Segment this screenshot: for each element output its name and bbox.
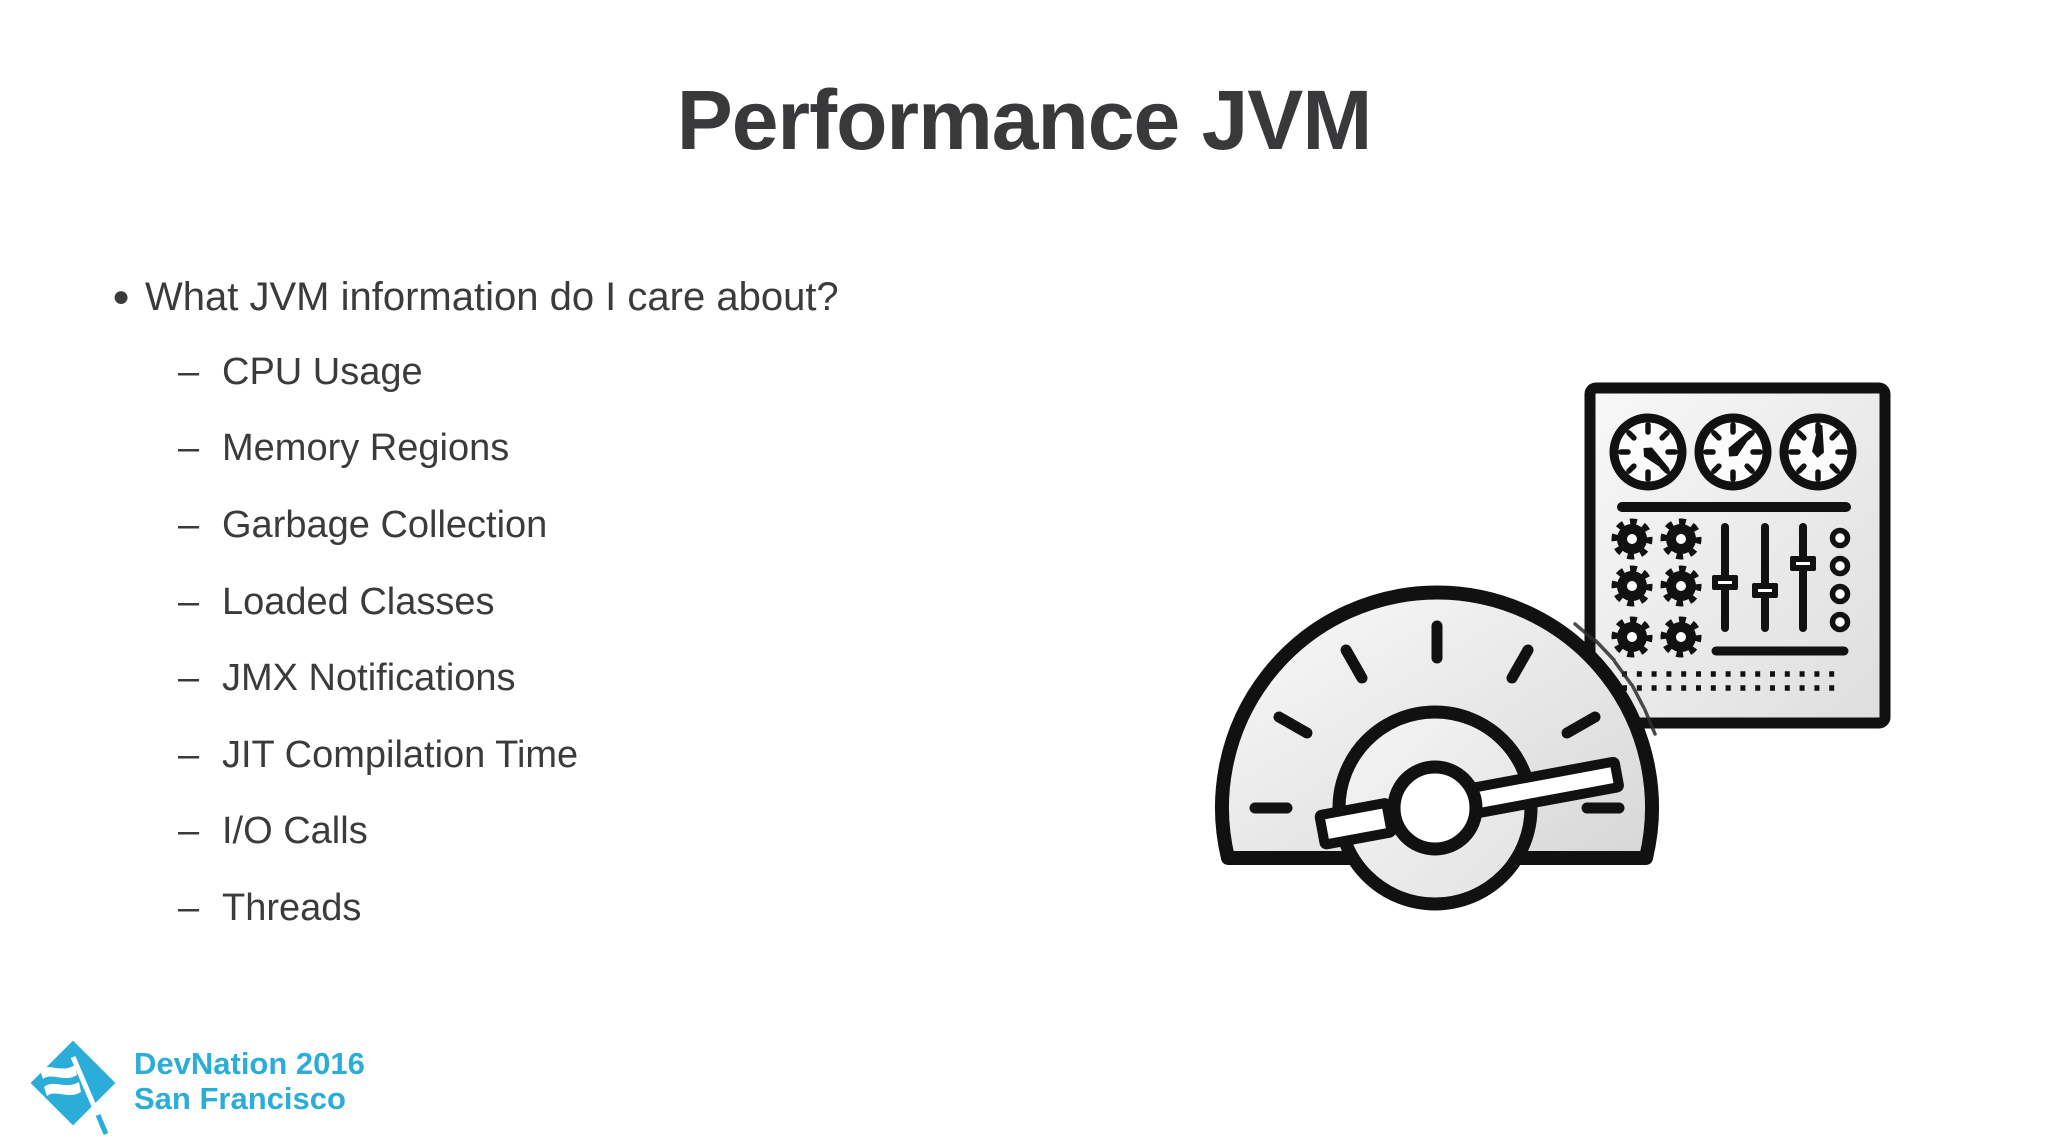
dash-marker: –: [178, 810, 200, 853]
dash-marker: –: [178, 503, 200, 546]
sub-bullet-text: JIT Compilation Time: [222, 733, 579, 776]
footer-event: DevNation 2016: [134, 1046, 365, 1081]
devnation-flag-icon: [30, 1040, 116, 1135]
sub-bullet-item: – JMX Notifications: [178, 640, 839, 717]
footer-logo: DevNation 2016 San Francisco: [18, 1030, 365, 1145]
sub-bullet-text: JMX Notifications: [222, 657, 516, 700]
sub-bullet-item: – JIT Compilation Time: [178, 717, 839, 794]
sub-bullet-item: – Garbage Collection: [178, 487, 839, 564]
sub-bullet-item: – Memory Regions: [178, 411, 839, 488]
dash-marker: –: [178, 886, 200, 929]
dash-marker: –: [178, 350, 200, 393]
dash-marker: –: [178, 580, 200, 623]
sub-bullet-text: CPU Usage: [222, 350, 423, 393]
sub-bullet-item: – I/O Calls: [178, 794, 839, 871]
control-panel-icon: [1584, 382, 1891, 729]
sub-bullet-text: Garbage Collection: [222, 503, 548, 546]
footer-location: San Francisco: [134, 1081, 346, 1116]
sub-bullet-text: Memory Regions: [222, 427, 510, 470]
dash-marker: –: [178, 427, 200, 470]
hatch-shading: [1573, 622, 1657, 736]
footer-text: DevNation 2016 San Francisco: [134, 1046, 365, 1116]
page-title: Performance JVM: [676, 73, 1373, 167]
sub-bullet-text: Threads: [222, 886, 362, 929]
bullet-list: ● What JVM information do I care about? …: [112, 272, 839, 947]
sub-bullet-text: Loaded Classes: [222, 580, 495, 623]
sub-bullet-text: I/O Calls: [222, 810, 368, 853]
dash-marker: –: [178, 657, 200, 700]
bullet-item: ● What JVM information do I care about?: [112, 272, 839, 322]
sub-bullet-item: – CPU Usage: [178, 334, 839, 411]
dash-marker: –: [178, 733, 200, 776]
speedometer-icon: [1215, 585, 1659, 911]
sub-bullet-item: – Loaded Classes: [178, 564, 839, 641]
sub-bullet-list: – CPU Usage – Memory Regions – Garbage C…: [112, 334, 839, 947]
sub-bullet-item: – Threads: [178, 870, 839, 947]
bullet-text: What JVM information do I care about?: [145, 274, 839, 319]
performance-illustration: [1215, 382, 1891, 911]
bullet-marker: ●: [112, 280, 131, 313]
